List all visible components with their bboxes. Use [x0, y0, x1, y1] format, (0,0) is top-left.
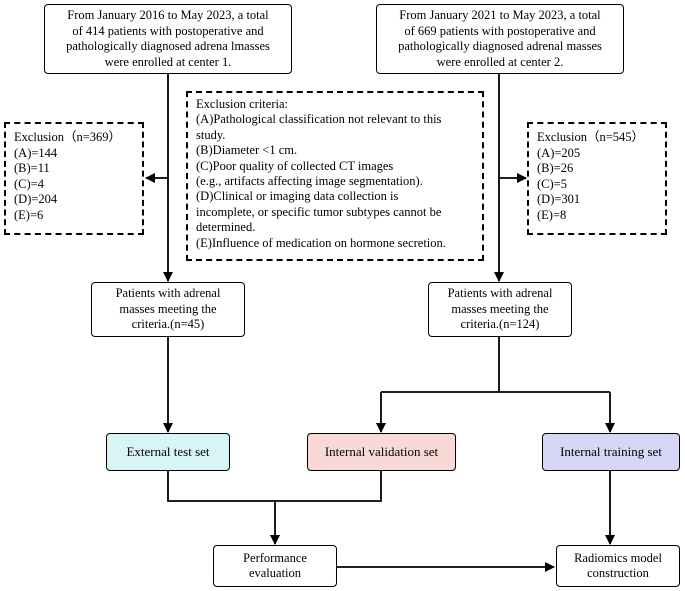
external-test-set-label: External test set — [126, 444, 210, 460]
meeting2-line: masses meeting the — [451, 301, 549, 316]
exclusion2-line: (B)=26 — [537, 161, 574, 176]
exclusion1-line: (B)=11 — [14, 161, 50, 176]
performance-evaluation-box: Performance evaluation — [213, 545, 337, 587]
performance-line: evaluation — [248, 566, 302, 580]
criteria-line: Exclusion criteria: — [196, 97, 288, 111]
exclusion-criteria-box: Exclusion criteria: (A)Pathological clas… — [186, 91, 484, 261]
criteria-line: (B)Diameter <1 cm. — [196, 143, 298, 158]
center2-line: pathologically diagnosed adrenal masses — [398, 39, 602, 53]
meeting1-line: masses meeting the — [119, 301, 217, 316]
center1-line: were enrolled at center 1. — [104, 54, 232, 69]
criteria-line: determined. — [196, 220, 256, 235]
exclusion1-line: (A)=144 — [14, 145, 58, 160]
meeting2-line: Patients with adrenal — [447, 286, 553, 301]
center1-enrollment-box: From January 2016 to May 2023, a total o… — [44, 4, 292, 74]
internal-validation-set-box: Internal validation set — [307, 433, 456, 471]
exclusion1-line: (D)=204 — [14, 192, 58, 207]
center1-line: pathologically diagnosed adrena lmasses — [66, 39, 270, 53]
exclusion2-line: Exclusion（n=545） — [537, 130, 645, 144]
radiomics-model-box: Radiomics model construction — [556, 545, 680, 587]
internal-validation-set-label: Internal validation set — [324, 444, 439, 460]
meeting-criteria2-box: Patients with adrenal masses meeting the… — [428, 282, 572, 337]
exclusion2-line: (A)=205 — [537, 145, 581, 160]
line-external-down — [167, 471, 382, 502]
external-test-set-box: External test set — [106, 433, 230, 471]
exclusion2-box: Exclusion（n=545） (A)=205 (B)=26 (C)=5 (D… — [527, 122, 667, 235]
criteria-line: incomplete, or specific tumor subtypes c… — [196, 204, 442, 219]
center1-line: From January 2016 to May 2023, a total — [67, 8, 269, 22]
center2-enrollment-box: From January 2021 to May 2023, a total o… — [376, 4, 624, 74]
radiomics-line: Radiomics model — [574, 550, 662, 565]
meeting-criteria1-box: Patients with adrenal masses meeting the… — [91, 282, 245, 337]
meeting2-line: criteria.(n=124) — [460, 317, 540, 332]
criteria-line: (E)Influence of medication on hormone se… — [196, 235, 446, 250]
exclusion2-line: (D)=301 — [537, 192, 581, 207]
exclusion2-line: (C)=5 — [537, 176, 567, 191]
center2-line: of 669 patients with postoperative and — [404, 23, 596, 38]
meeting1-line: Patients with adrenal — [115, 286, 221, 301]
center1-line: of 414 patients with postoperative and — [72, 23, 264, 38]
radiomics-line: construction — [587, 566, 649, 580]
exclusion1-line: (E)=6 — [14, 207, 44, 222]
criteria-line: study. — [196, 127, 226, 142]
center2-line: From January 2021 to May 2023, a total — [399, 8, 601, 22]
criteria-line: (D)Clinical or imaging data collection i… — [196, 189, 399, 204]
center2-line: were enrolled at center 2. — [436, 54, 564, 69]
internal-training-set-box: Internal training set — [542, 433, 680, 471]
exclusion1-line: Exclusion（n=369） — [14, 130, 122, 144]
criteria-line: (C)Poor quality of collected CT images — [196, 158, 394, 173]
criteria-line: (e.g., artifacts affecting image segment… — [196, 174, 423, 189]
criteria-line: (A)Pathological classification not relev… — [196, 112, 442, 127]
exclusion1-line: (C)=4 — [14, 176, 44, 191]
exclusion2-line: (E)=8 — [537, 207, 567, 222]
internal-training-set-label: Internal training set — [560, 444, 662, 460]
exclusion1-box: Exclusion（n=369） (A)=144 (B)=11 (C)=4 (D… — [4, 122, 144, 235]
meeting1-line: criteria.(n=45) — [131, 317, 205, 332]
performance-line: Performance — [243, 550, 307, 565]
